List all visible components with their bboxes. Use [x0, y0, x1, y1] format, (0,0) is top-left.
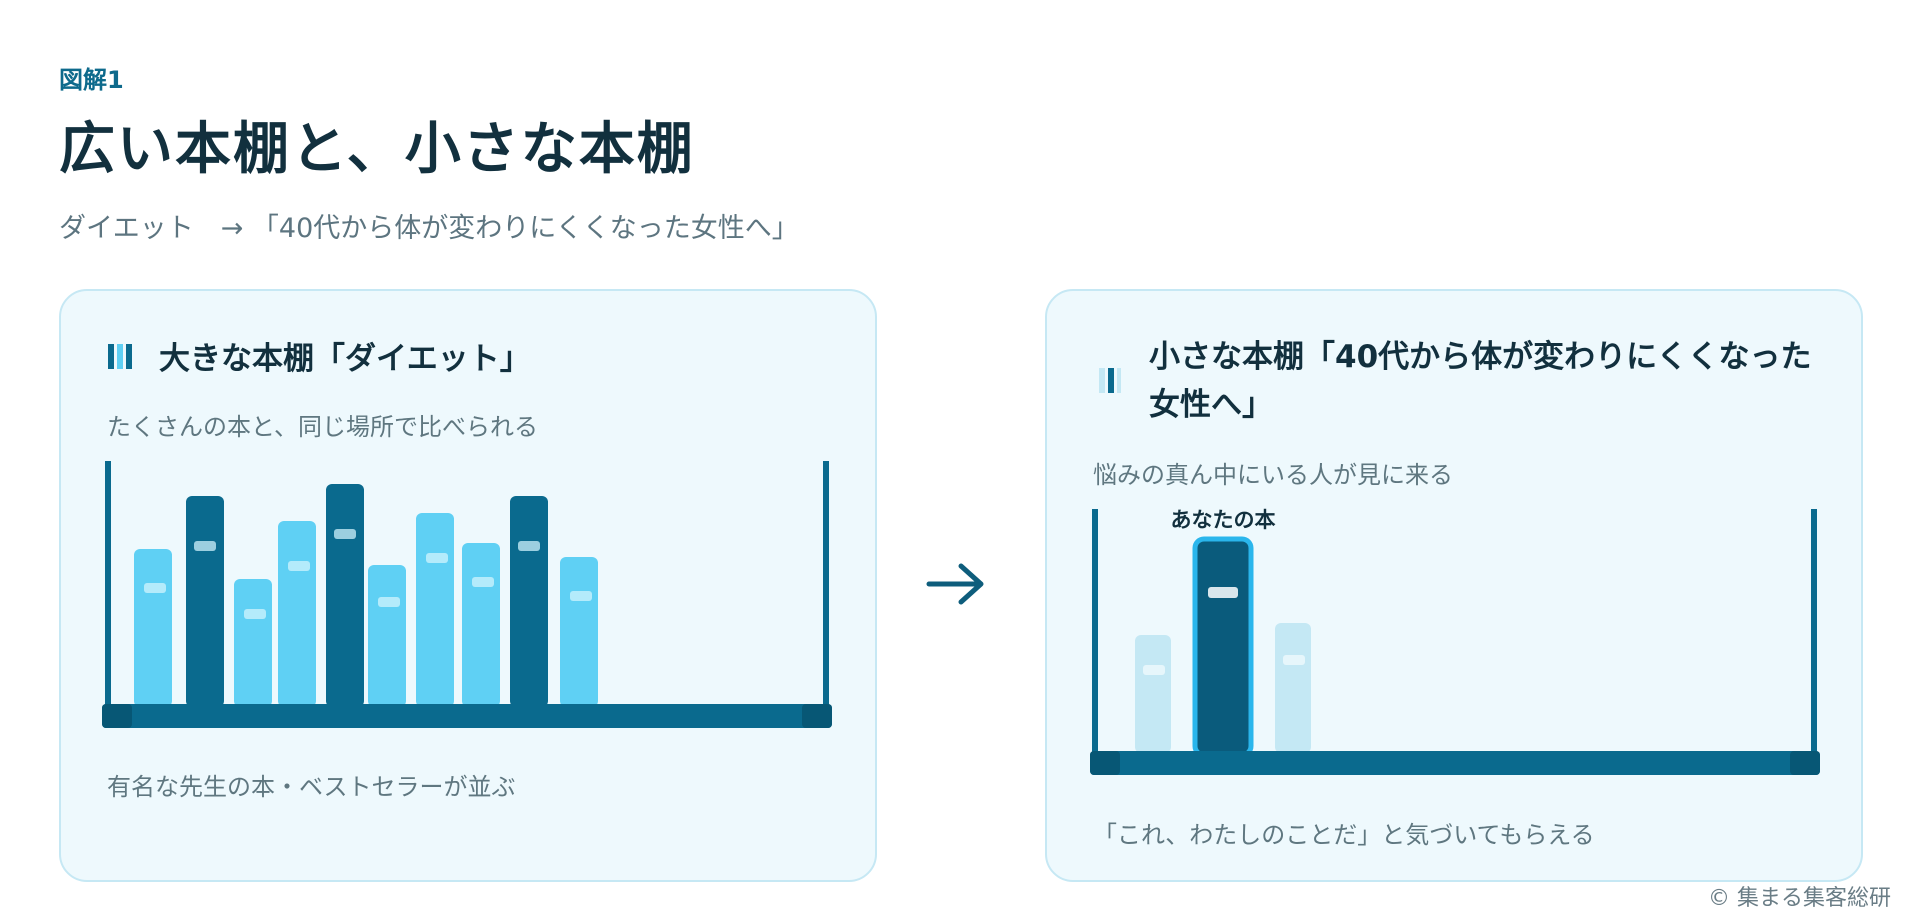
right-arrow-icon — [926, 563, 984, 605]
small-bookshelf-description: 悩みの真ん中にいる人が見に来る — [1093, 461, 1453, 489]
bookshelf-icon — [108, 344, 132, 369]
large-bookshelf-description: たくさんの本と、同じ場所で比べられる — [107, 413, 539, 441]
book — [368, 565, 406, 707]
small-bookshelf-heading: 小さな本棚「40代から体が変わりにくくなった女性へ」 — [1149, 339, 1812, 423]
book — [560, 557, 598, 707]
shelf-right-post — [1811, 509, 1817, 773]
shelf-base — [1090, 751, 1820, 775]
book — [234, 579, 272, 707]
book — [1275, 623, 1311, 753]
book — [416, 513, 454, 707]
bookshelf-icon — [1099, 368, 1121, 393]
small-bookshelf-card: 小さな本棚「40代から体が変わりにくくなった女性へ」 悩みの真ん中にいる人が見に… — [1045, 289, 1863, 882]
shelf-base — [102, 704, 832, 728]
shelf-left-post — [1092, 509, 1098, 773]
your-book-label: あなたの本 — [1171, 508, 1276, 532]
book — [510, 496, 548, 707]
large-bookshelf-illustration — [102, 461, 832, 728]
book — [278, 521, 316, 707]
subtitle: ダイエット → 「40代から体が変わりにくくなった女性へ」 — [59, 213, 799, 244]
shelf-left-post — [105, 461, 111, 723]
small-bookshelf-illustration: あなたの本 — [1090, 508, 1820, 775]
your-book — [1192, 536, 1254, 758]
shelf-right-post — [823, 461, 829, 723]
large-bookshelf-footer: 有名な先生の本・ベストセラーが並ぶ — [107, 773, 516, 801]
large-bookshelf-card: 大きな本棚「ダイエット」 たくさんの本と、同じ場所で比べられる — [59, 289, 877, 882]
page-title: 広い本棚と、小さな本棚 — [59, 117, 695, 182]
book — [462, 543, 500, 707]
book — [134, 549, 172, 707]
figure-label: 図解1 — [59, 66, 124, 94]
small-bookshelf-footer: 「これ、わたしのことだ」と気づいてもらえる — [1093, 821, 1595, 849]
large-bookshelf-heading: 大きな本棚「ダイエット」 — [159, 341, 531, 377]
book — [326, 484, 364, 707]
copyright: © 集まる集客総研 — [1708, 886, 1891, 911]
book — [1135, 635, 1171, 753]
book — [186, 496, 224, 707]
